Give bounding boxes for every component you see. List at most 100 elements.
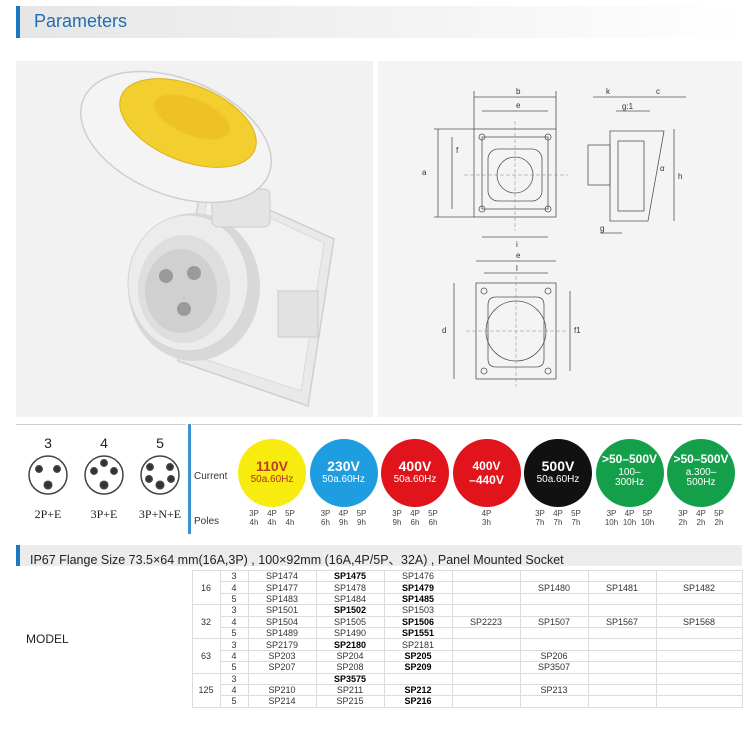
model-code-cell (451, 592, 521, 606)
dim-f: f (456, 146, 459, 155)
model-code-cell (587, 604, 657, 617)
model-code-cell (655, 649, 743, 663)
pole-spec: 3P 9h (392, 509, 402, 527)
poles-cell: 3 (219, 569, 249, 583)
section-divider (188, 424, 191, 534)
dim-f1: f1 (574, 326, 581, 335)
model-code-cell: SP1506 (383, 615, 453, 628)
model-code-cell: SP1504 (247, 615, 317, 628)
poles-cell: 5 (219, 661, 249, 674)
model-code-cell: SP207 (247, 661, 317, 674)
pin-count-4: 4 (100, 435, 108, 451)
caption-text: IP67 Flange Size 73.5×64 mm(16A,3P) , 10… (30, 553, 564, 567)
pin-label-3: 2P+E (34, 507, 62, 521)
model-code-cell (451, 604, 521, 617)
pole-spec: 5P 10h (640, 509, 655, 527)
model-code-cell (655, 569, 743, 583)
page-title: Parameters (34, 11, 128, 31)
model-code-cell: SP214 (247, 695, 317, 708)
pole-spec: 4P 3h (481, 509, 492, 527)
pin-diagrams (28, 455, 180, 495)
model-code-cell: SP209 (383, 661, 453, 674)
model-code-cell: SP2179 (247, 638, 317, 651)
model-code-cell: SP1489 (247, 626, 317, 640)
pin-diagram-3 (28, 455, 68, 495)
voltage-value: 400V –440V (469, 459, 504, 487)
model-code-cell: SP1568 (655, 615, 743, 628)
model-code-cell: SP1480 (519, 581, 589, 594)
pin-count-3: 3 (44, 435, 52, 451)
dim-h: h (678, 172, 682, 181)
pin-diagram-4 (84, 455, 124, 495)
amperage-cell: 32 (191, 604, 221, 640)
pole-spec: 5P 9h (356, 509, 367, 527)
pole-spec: 3P 6h (320, 509, 331, 527)
model-code-cell (451, 638, 521, 651)
frequency-value: a.300– 500Hz (685, 467, 717, 488)
amperage-cell: 63 (191, 638, 221, 674)
pole-spec: 4P 6h (410, 509, 420, 527)
pole-spec: 5P 4h (285, 509, 295, 527)
dimension-drawing-svg: b a f e i k c g:1 h g α l d f1 e (422, 87, 686, 387)
dim-k: k (606, 87, 611, 96)
frequency-value: 100– 300Hz (615, 467, 644, 488)
model-code-cell (383, 672, 453, 685)
model-code-cell (587, 649, 657, 663)
model-code-cell: SP213 (519, 683, 589, 697)
model-code-cell: SP2223 (451, 615, 521, 628)
model-code-cell (519, 626, 589, 640)
model-code-cell: SP204 (315, 649, 385, 663)
dim-l: l (516, 264, 518, 273)
poles-label: Poles (194, 516, 220, 527)
model-code-cell (655, 626, 743, 640)
pin-diagram-5 (140, 455, 180, 495)
dim-g: g (600, 224, 604, 233)
dim-e-rear: e (516, 251, 521, 260)
model-code-cell: SP1484 (315, 592, 385, 606)
pole-spec: 3P 7h (535, 509, 545, 527)
model-code-cell: SP3575 (315, 672, 385, 685)
dim-i: i (516, 240, 518, 249)
model-code-cell (587, 672, 657, 685)
model-code-cell (587, 569, 657, 583)
model-code-cell (587, 626, 657, 640)
model-code-cell: SP208 (315, 661, 385, 674)
model-code-cell: SP212 (383, 683, 453, 697)
poles-cell: 4 (219, 649, 249, 663)
pole-spec: 4P 9h (338, 509, 349, 527)
model-code-cell (655, 638, 743, 651)
dim-c: c (656, 87, 660, 96)
model-code-cell (655, 672, 743, 685)
frequency-value: 50a.60Hz (322, 474, 365, 485)
model-code-cell: SP1505 (315, 615, 385, 628)
model-code-cell: SP2180 (315, 638, 385, 651)
model-code-cell (451, 695, 521, 708)
model-code-cell (655, 695, 743, 708)
model-code-cell (451, 626, 521, 640)
model-code-cell: SP1477 (247, 581, 317, 594)
model-code-cell (587, 661, 657, 674)
model-code-cell: SP1476 (383, 569, 453, 583)
product-photo (16, 61, 373, 417)
model-code-cell: SP211 (315, 683, 385, 697)
pole-spec: 5P 2h (714, 509, 724, 527)
model-code-cell: SP1479 (383, 581, 453, 594)
poles-cell: 4 (219, 581, 249, 594)
pin-label-4: 3P+E (90, 507, 118, 521)
dim-b: b (516, 87, 521, 96)
model-code-cell (587, 695, 657, 708)
frequency-value: 50a.60Hz (250, 474, 294, 485)
model-code-cell: SP1475 (315, 569, 385, 583)
caption-accent (16, 545, 20, 566)
amperage-cell: 16 (191, 569, 221, 606)
